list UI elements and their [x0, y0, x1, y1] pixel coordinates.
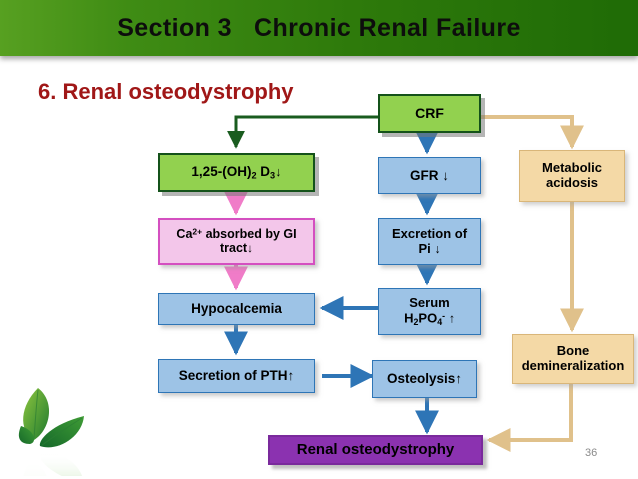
- section-subtitle: 6. Renal osteodystrophy: [38, 79, 294, 104]
- node-gfr[interactable]: GFR ↓: [378, 157, 481, 194]
- connector-crf-to-metabolic-acidosis: [481, 115, 584, 150]
- leaf-decoration-icon: [18, 388, 84, 476]
- page-number: 36: [585, 447, 598, 459]
- slide-header-bar: Section 3 Chronic Renal Failure: [0, 0, 638, 56]
- node-secretion-pth[interactable]: Secretion of PTH↑: [158, 359, 315, 393]
- connector-crf-to-vitd: [227, 115, 378, 149]
- page-title: Section 3 Chronic Renal Failure: [117, 13, 521, 42]
- node-osteolysis[interactable]: Osteolysis↑: [372, 360, 477, 398]
- connector-bone-demin-to-renal-osteodystrophy: [486, 384, 573, 452]
- node-hypocalcemia[interactable]: Hypocalcemia: [158, 293, 315, 325]
- node-vitamin-d-label: 1,25-(OH)2 D3↓: [191, 164, 282, 181]
- node-vitamin-d[interactable]: 1,25-(OH)2 D3↓: [158, 153, 315, 192]
- node-renal-osteodystrophy[interactable]: Renal osteodystrophy: [268, 435, 483, 465]
- node-crf[interactable]: CRF: [378, 94, 481, 133]
